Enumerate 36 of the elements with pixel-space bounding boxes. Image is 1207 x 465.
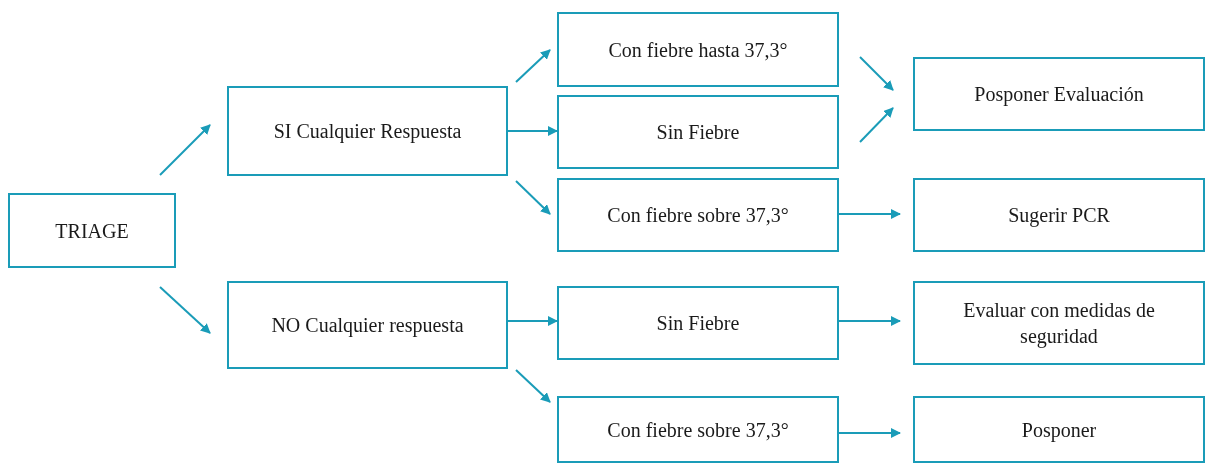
arrow: [507, 126, 558, 136]
process-box: [913, 396, 1205, 463]
process-box: [913, 281, 1205, 365]
arrow: [859, 56, 894, 91]
arrow: [838, 316, 901, 326]
arrow: [507, 316, 558, 326]
box-text: Con fiebre sobre 37,3°: [607, 203, 789, 228]
arrow: [859, 107, 894, 143]
process-box: [227, 281, 508, 369]
arrow: [838, 428, 901, 438]
process-box: [913, 57, 1205, 131]
process-box: [8, 193, 176, 268]
box-text: NO Cualquier respuesta: [271, 313, 464, 338]
process-box: [557, 396, 839, 463]
box-text: Con fiebre hasta 37,3°: [608, 37, 788, 63]
box-text: Sin Fiebre: [656, 120, 740, 145]
process-box: [557, 95, 839, 169]
process-box: [557, 12, 839, 87]
process-box: [913, 178, 1205, 252]
box-text: TRIAGE: [55, 218, 129, 244]
box-text: Sugerir PCR: [1008, 203, 1110, 228]
box-text: SI Cualquier Respuesta: [273, 119, 462, 144]
arrow: [515, 369, 551, 403]
arrow: [515, 49, 551, 83]
box-text: Posponer Evaluación: [974, 82, 1144, 107]
process-box: [227, 86, 508, 176]
process-box: [557, 178, 839, 252]
box-text: Posponer: [1021, 417, 1097, 443]
arrow: [159, 286, 211, 334]
box-text: Con fiebre sobre 37,3°: [607, 417, 789, 443]
arrow: [515, 180, 551, 215]
box-text: Evaluar con medidas de seguridad: [962, 298, 1156, 349]
arrow: [159, 124, 211, 176]
arrow: [838, 209, 901, 219]
process-box: [557, 286, 839, 360]
box-text: Sin Fiebre: [656, 311, 740, 336]
